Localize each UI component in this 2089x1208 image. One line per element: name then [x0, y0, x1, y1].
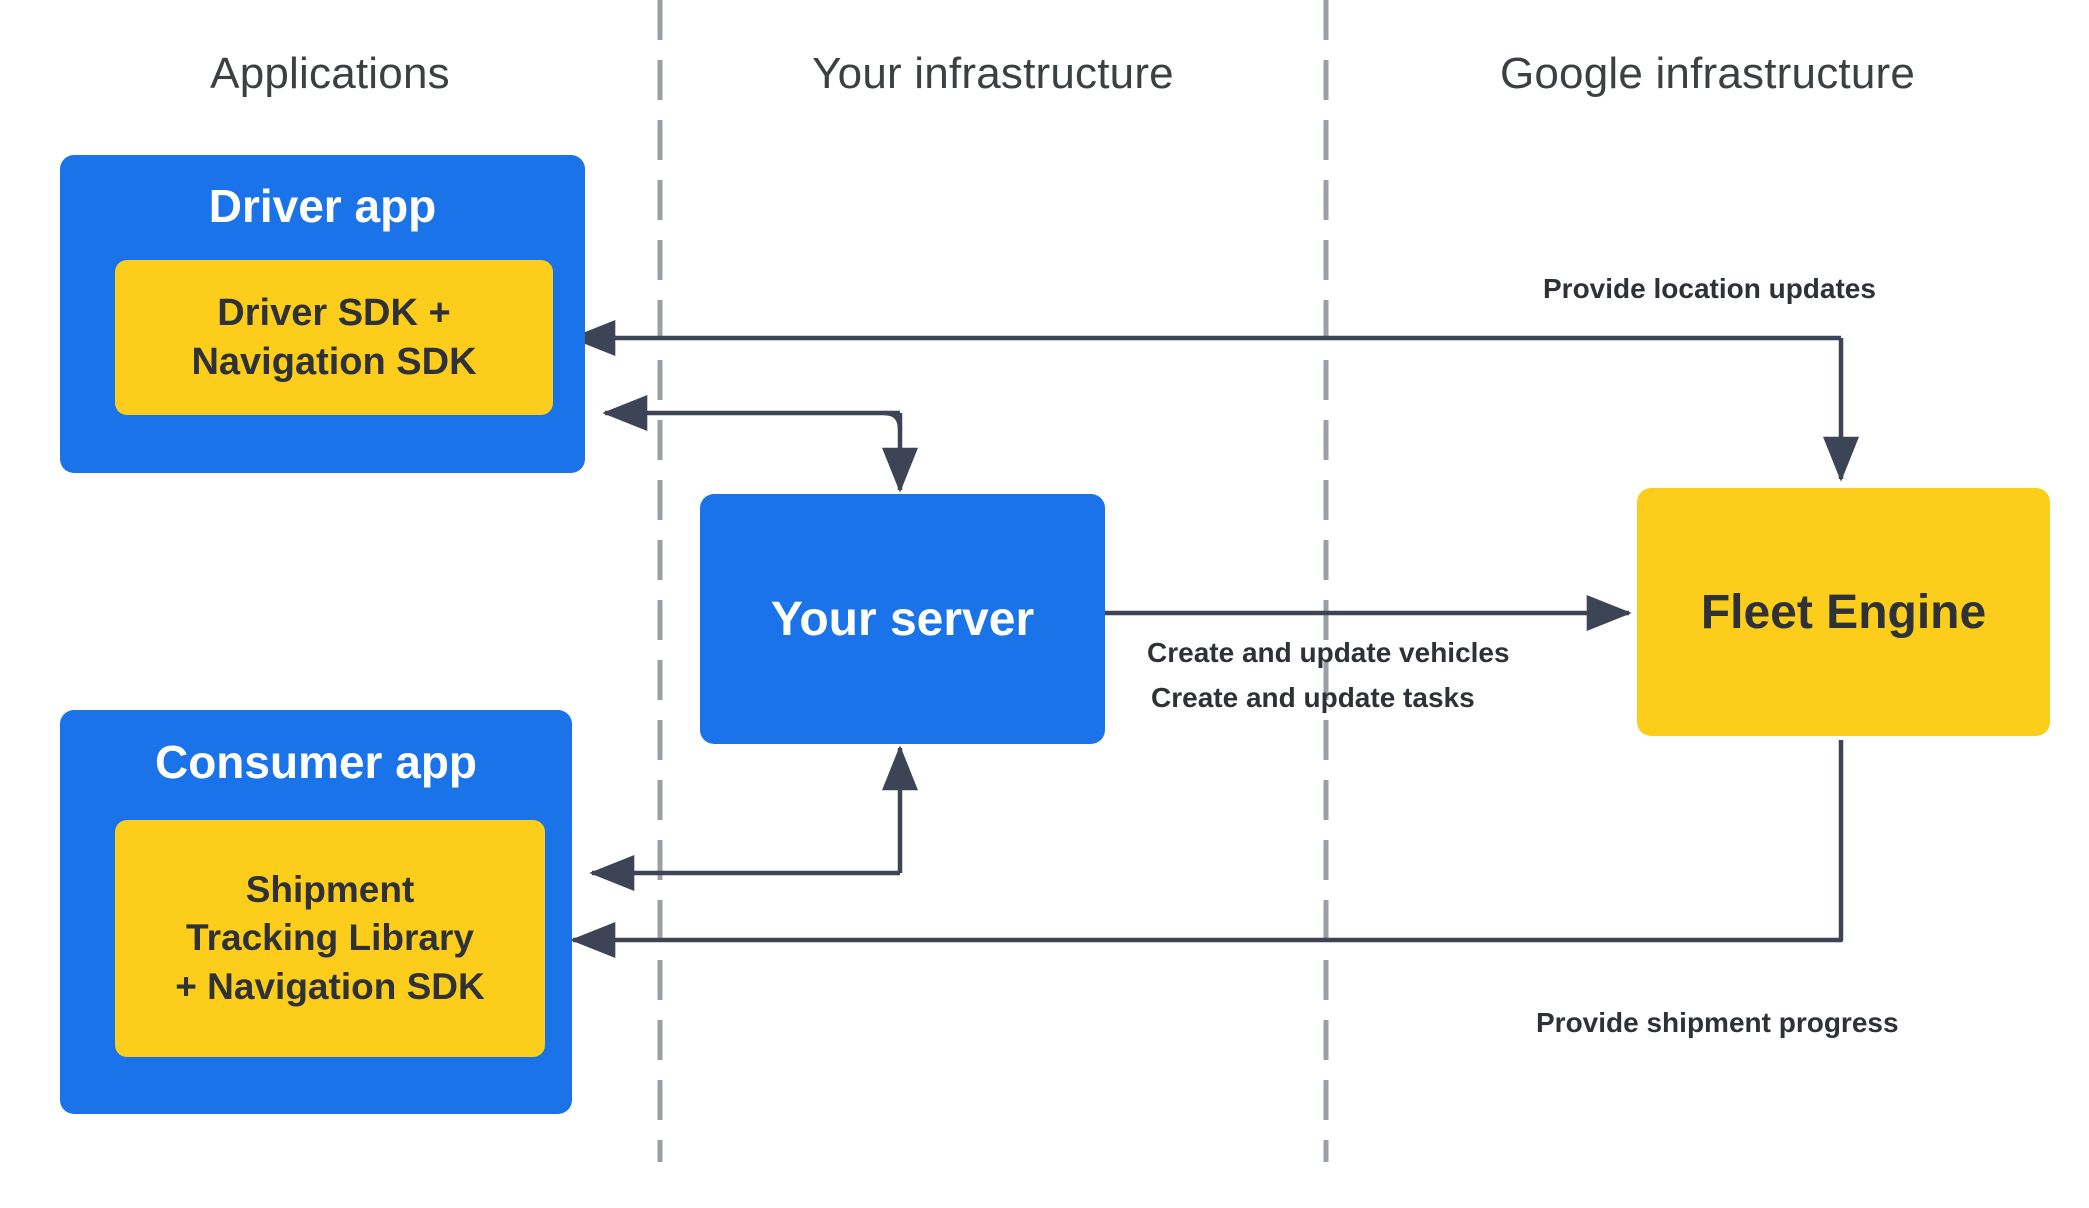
column-header-your-infrastructure: Your infrastructure: [812, 49, 1174, 98]
consumer-sdk-line-2: Tracking Library: [186, 917, 474, 959]
driver-sdk-line-2: Navigation SDK: [191, 340, 477, 383]
edge-label-provide-shipment-progress: Provide shipment progress: [1536, 1007, 1899, 1038]
column-header-google-infrastructure: Google infrastructure: [1499, 49, 1916, 98]
fleet-engine-label: Fleet Engine: [1700, 585, 1987, 639]
driver-sdk-node[interactable]: Driver SDK + Navigation SDK: [115, 260, 553, 415]
edge-label-provide-location-updates: Provide location updates: [1543, 273, 1876, 304]
column-header-applications: Applications: [210, 49, 450, 98]
consumer-app-title: Consumer app: [154, 736, 478, 788]
consumer-sdk-line-1: Shipment: [245, 869, 415, 911]
consumer-sdk-line-3: + Navigation SDK: [175, 965, 485, 1007]
consumer-sdk-node[interactable]: Shipment Tracking Library + Navigation S…: [115, 820, 545, 1057]
driver-sdk-label: Driver SDK + Navigation SDK: [191, 289, 476, 386]
driver-app-node[interactable]: Driver app Driver SDK + Navigation SDK: [60, 155, 585, 473]
edge-label-create-and-update-tasks: Create and update tasks: [1151, 682, 1475, 713]
fleet-engine-node[interactable]: Fleet Engine: [1637, 488, 2050, 736]
your-server-label: Your server: [770, 592, 1035, 646]
consumer-sdk-label: Shipment Tracking Library + Navigation S…: [175, 866, 484, 1010]
edge-driver-server-corner: [883, 410, 903, 430]
consumer-app-node[interactable]: Consumer app Shipment Tracking Library +…: [60, 710, 572, 1114]
edge-fleet-to-consumer-sdk: [570, 740, 1844, 958]
edge-label-create-and-update-vehicles: Create and update vehicles: [1147, 637, 1510, 668]
driver-app-title: Driver app: [208, 180, 437, 232]
your-server-node[interactable]: Your server: [700, 494, 1105, 744]
driver-sdk-line-1: Driver SDK +: [217, 291, 451, 334]
